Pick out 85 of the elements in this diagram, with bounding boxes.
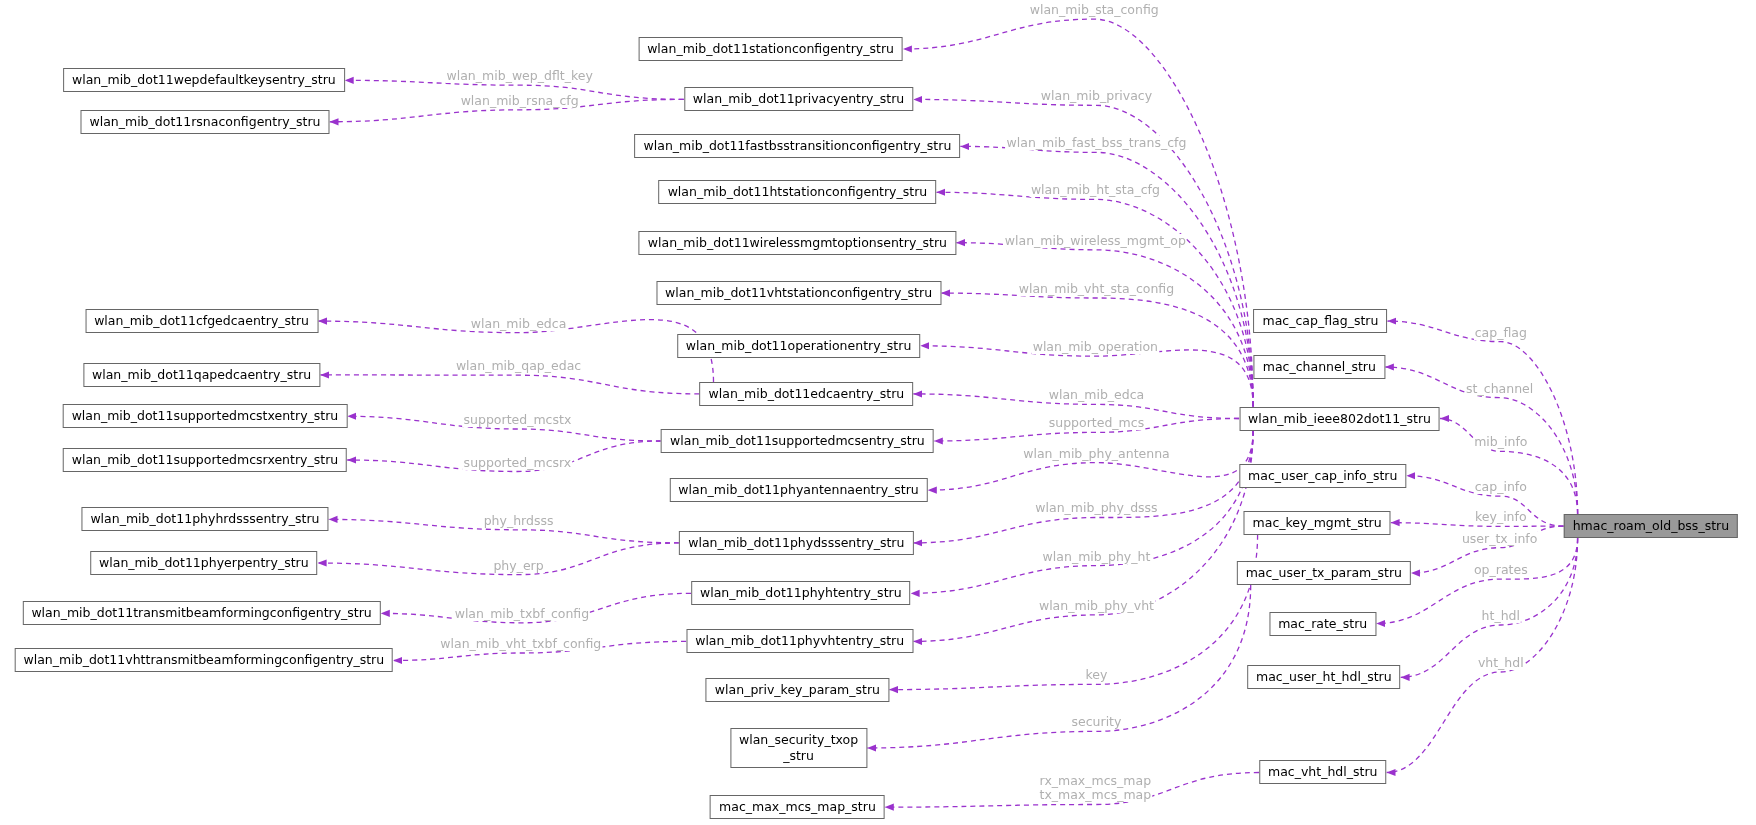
edge-label: wlan_mib_txbf_config (453, 606, 591, 621)
struct-box: wlan_mib_dot11privacyentry_stru (683, 87, 914, 112)
struct-box: wlan_mib_dot11wepdefaultkeysentry_stru (62, 68, 345, 93)
struct-box: wlan_mib_dot11wirelessmgmtoptionsentry_stru (638, 230, 957, 255)
struct-box: wlan_mib_dot11cfgedcaentry_stru (85, 309, 319, 334)
dashed-arrow (1410, 525, 1565, 577)
struct-box: mac_channel_stru (1253, 355, 1385, 380)
struct-box: mac_cap_flag_stru (1253, 309, 1388, 334)
edge-label: key_info (1474, 510, 1528, 525)
edge-label: wlan_mib_phy_dsss (1034, 501, 1159, 516)
edge-label: vht_hdl (1476, 656, 1525, 671)
struct-box: wlan_mib_dot11supportedmcsrxentry_stru (62, 448, 348, 472)
struct-box: wlan_mib_dot11vhttransmitbeamformingconfigentry_stru (14, 648, 394, 673)
edge-label: wlan_mib_edca (1047, 388, 1146, 403)
edge-label: wlan_mib_phy_antenna (1022, 446, 1171, 461)
dashed-arrow (328, 98, 685, 126)
dashed-arrow (317, 317, 715, 383)
dashed-arrow (380, 592, 692, 624)
edge-label: wlan_mib_ht_sta_cfg (1029, 183, 1161, 198)
edge-label: wlan_mib_phy_vht (1037, 598, 1155, 613)
edge-label: cap_info (1473, 480, 1528, 495)
edge-label: phy_erp (492, 558, 545, 573)
struct-box: wlan_mib_dot11stationconfigentry_stru (638, 36, 903, 61)
struct-box: hmac_roam_old_bss_stru (1563, 514, 1739, 539)
dashed-arrow (1439, 415, 1579, 515)
struct-box: mac_key_mgmt_stru (1243, 510, 1391, 535)
edge-label: mib_info (1473, 435, 1529, 450)
struct-box: mac_user_tx_param_stru (1236, 561, 1411, 586)
dashed-arrow (912, 429, 1254, 645)
edge-label: wlan_mib_phy_ht (1041, 549, 1152, 564)
dashed-arrow (319, 371, 701, 395)
dashed-arrow (1385, 537, 1579, 775)
dashed-arrow (316, 542, 680, 576)
edge-label: wlan_mib_operation (1031, 340, 1160, 355)
struct-box: wlan_mib_ieee802dot11_stru (1239, 406, 1440, 431)
edge-label: supported_mcstx (462, 413, 573, 427)
struct-box: wlan_mib_dot11transmitbeamformingconfigentry_stru (22, 601, 381, 626)
edge-label: user_tx_info (1460, 531, 1539, 546)
dashed-arrow (346, 440, 662, 473)
dashed-arrow (933, 417, 1240, 445)
edge-label: wlan_mib_wireless_mgmt_op (1003, 233, 1187, 248)
struct-box: wlan_mib_dot11phydsssentry_stru (679, 530, 914, 555)
dashed-arrow (884, 771, 1260, 811)
dashed-arrow (888, 534, 1259, 694)
struct-box: wlan_mib_dot11fastbsstransitionconfigentry_stru (634, 134, 961, 159)
edge-label: op_rates (1472, 563, 1529, 578)
edge-label: key (1084, 668, 1109, 683)
struct-box: wlan_mib_dot11operationentry_stru (676, 333, 921, 358)
struct-box: mac_user_cap_info_stru (1239, 463, 1407, 488)
struct-box: mac_rate_stru (1269, 611, 1377, 636)
struct-box: wlan_priv_key_param_stru (705, 677, 889, 702)
struct-box: mac_max_mcs_map_stru (710, 795, 885, 820)
edge-label: supported_mcsrx (462, 455, 573, 470)
struct-box: wlan_mib_dot11qapedcaentry_stru (83, 362, 321, 387)
edge-label: wlan_mib_wep_dflt_key (445, 69, 594, 84)
struct-box: wlan_mib_dot11phyvhtentry_stru (686, 629, 914, 654)
struct-box: wlan_mib_dot11phyerpentry_stru (90, 551, 318, 576)
struct-box: wlan_mib_dot11supportedmcstxentry_stru (62, 404, 348, 429)
edge-label: supported_mcs (1047, 416, 1146, 431)
edge-label: wlan_mib_vht_sta_config (1017, 281, 1176, 296)
edge-label: wlan_mib_fast_bss_trans_cfg (1005, 136, 1188, 151)
edge-label: wlan_mib_privacy (1039, 89, 1154, 104)
edge-label: wlan_mib_qap_edac (454, 359, 583, 374)
struct-box: wlan_mib_dot11phyhrdsssentry_stru (81, 507, 329, 532)
struct-box: wlan_mib_dot11supportedmcsentry_stru (661, 428, 934, 453)
dashed-arrow (866, 584, 1252, 752)
edge-label: security (1070, 715, 1123, 730)
struct-box: wlan_mib_dot11phyhtentry_stru (691, 581, 911, 606)
edge-label: wlan_mib_rsna_cfg (459, 93, 580, 108)
edge-label: st_channel (1465, 381, 1535, 396)
struct-box: wlan_mib_dot11edcaentry_stru (699, 381, 914, 406)
struct-box: mac_user_ht_hdl_stru (1247, 665, 1401, 690)
edge-label: phy_hrdsss (482, 513, 555, 528)
struct-box: mac_vht_hdl_stru (1258, 760, 1387, 785)
dashed-arrow (392, 640, 687, 664)
edge-label: cap_flag (1473, 325, 1528, 340)
struct-box: wlan_security_txop _stru (729, 728, 868, 768)
struct-box: wlan_mib_dot11rsnaconfigentry_stru (80, 109, 330, 134)
edge-label: wlan_mib_sta_config (1028, 3, 1160, 18)
struct-box: wlan_mib_dot11htstationconfigentry_stru (658, 180, 937, 205)
edge-label: wlan_mib_edca (469, 316, 568, 331)
edge-label: ht_hdl (1480, 609, 1521, 623)
edge-label: wlan_mib_vht_txbf_config (439, 637, 603, 651)
struct-box: wlan_mib_dot11vhtstationconfigentry_stru (656, 281, 942, 306)
struct-box: wlan_mib_dot11phyantennaentry_stru (669, 478, 928, 503)
